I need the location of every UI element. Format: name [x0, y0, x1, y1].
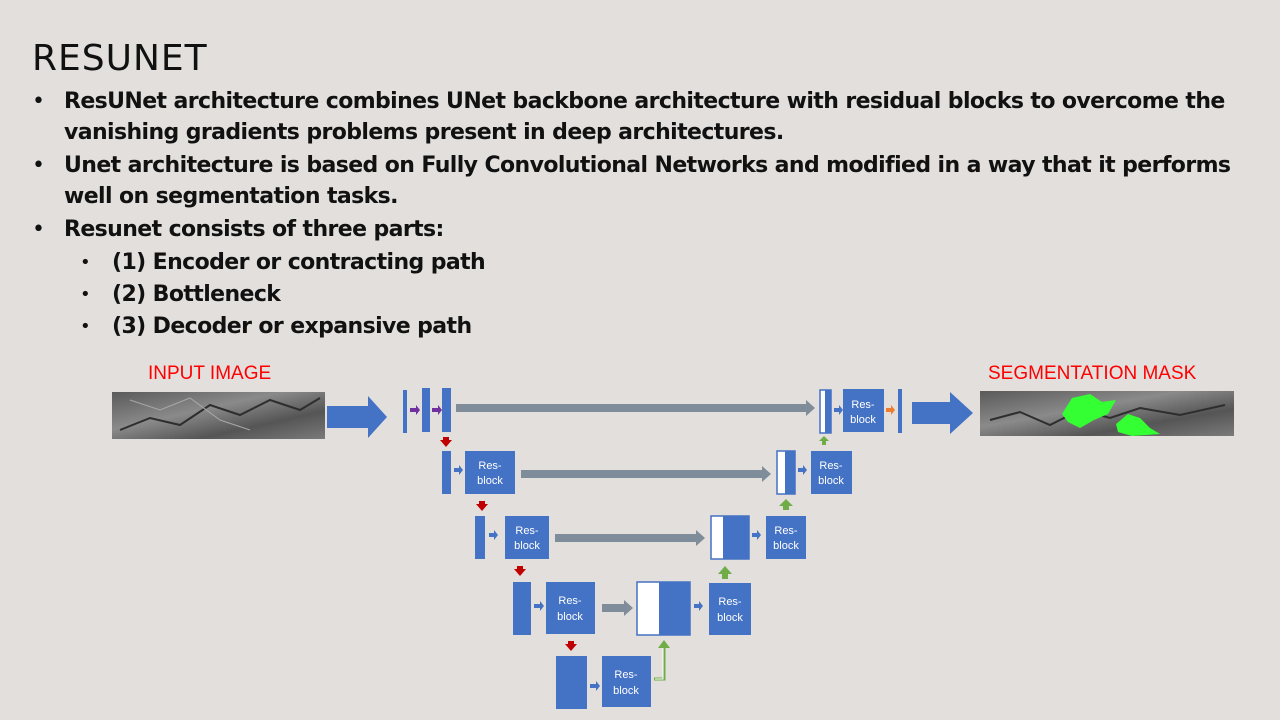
down-arrow-icon — [476, 501, 488, 511]
resblock — [843, 389, 884, 432]
encoder-feature-map — [403, 390, 407, 433]
conv-arrow-icon — [534, 601, 544, 611]
resblock-label-line2: block — [773, 540, 799, 552]
bullet-resunet-description: ResUNet architecture combines UNet backb… — [28, 86, 1248, 148]
encoder-feature-map — [442, 388, 451, 432]
input-image-label: INPUT IMAGE — [148, 363, 271, 384]
bottleneck-resblock — [602, 656, 651, 707]
skip-connection-arrow — [456, 400, 815, 416]
decoder-feature-map — [723, 516, 749, 559]
resblock-label-line1: Res- — [614, 669, 638, 681]
resblock-label-line2: block — [557, 611, 583, 623]
resblock-label-line2: block — [717, 612, 743, 624]
encoder-feature-map — [475, 516, 485, 559]
conv-arrow-icon — [489, 530, 498, 540]
conv-arrow-icon — [798, 465, 807, 475]
resblock — [546, 582, 595, 634]
skip-connection-arrow — [521, 466, 771, 482]
bullet-three-parts: Resunet consists of three parts: — [28, 214, 1248, 245]
conv-arrow-icon — [410, 405, 420, 415]
down-arrow-icon — [565, 641, 577, 651]
encoder-feature-map — [513, 582, 531, 635]
skip-connection-arrow — [602, 600, 633, 616]
segmentation-mask-label: SEGMENTATION MASK — [988, 363, 1197, 384]
resunet-diagram: INPUT IMAGE SEGMENTATION MASK Res- block… — [112, 363, 1234, 709]
sub-bullet-encoder: (1) Encoder or contracting path — [76, 247, 1248, 279]
up-arrow-icon — [718, 566, 732, 579]
resblock-label-line2: block — [613, 685, 639, 697]
output-feature-map — [898, 389, 902, 433]
input-arrow — [327, 396, 387, 438]
conv-arrow-icon — [432, 405, 442, 415]
conv-arrow-icon — [694, 601, 703, 611]
resblock-label-line2: block — [850, 414, 876, 426]
decoder-feature-map — [659, 582, 690, 635]
down-arrow-icon — [514, 566, 526, 576]
segmentation-mask-image — [980, 391, 1234, 436]
resblock-label-line2: block — [477, 475, 503, 487]
slide-title: RESUNET — [32, 38, 208, 79]
bullet-list: ResUNet architecture combines UNet backb… — [28, 86, 1248, 343]
down-arrow-icon — [440, 437, 452, 447]
resblock-label-line1: Res- — [515, 525, 539, 537]
encoder-feature-map — [442, 451, 451, 494]
input-image — [112, 392, 325, 439]
resblock-label-line1: Res- — [851, 399, 875, 411]
resblock-label-line1: Res- — [718, 596, 742, 608]
resblock-label-line1: Res- — [819, 460, 843, 472]
conv-arrow-icon — [590, 681, 600, 691]
up-arrow-icon — [658, 640, 670, 648]
resblock — [709, 583, 751, 635]
resblock — [465, 451, 515, 494]
output-conv-arrow-icon — [886, 405, 895, 415]
resblock — [766, 516, 806, 559]
skip-connection-arrow — [555, 530, 705, 546]
output-arrow — [912, 392, 973, 434]
resblock-label-line2: block — [818, 475, 844, 487]
decoder-feature-map — [785, 451, 795, 494]
resblock-label-line2: block — [514, 540, 540, 552]
bullet-unet-description: Unet architecture is based on Fully Conv… — [28, 150, 1248, 212]
resblock — [811, 451, 852, 494]
resblock — [505, 516, 549, 559]
bottleneck-up-arrow-highlight — [655, 646, 664, 680]
bottleneck-feature-map — [556, 656, 587, 709]
encoder-feature-map — [422, 388, 430, 432]
conv-arrow-icon — [454, 465, 463, 475]
conv-arrow-icon — [752, 530, 761, 540]
conv-arrow-icon — [834, 405, 843, 415]
up-arrow-icon — [779, 499, 793, 510]
up-arrow-icon — [819, 436, 829, 445]
resblock-label-line1: Res- — [478, 460, 502, 472]
resblock-label-line1: Res- — [558, 595, 582, 607]
resblock-label-line1: Res- — [774, 525, 798, 537]
sub-bullet-bottleneck: (2) Bottleneck — [76, 279, 1248, 311]
decoder-feature-map — [825, 390, 831, 433]
sub-bullet-decoder: (3) Decoder or expansive path — [76, 311, 1248, 343]
